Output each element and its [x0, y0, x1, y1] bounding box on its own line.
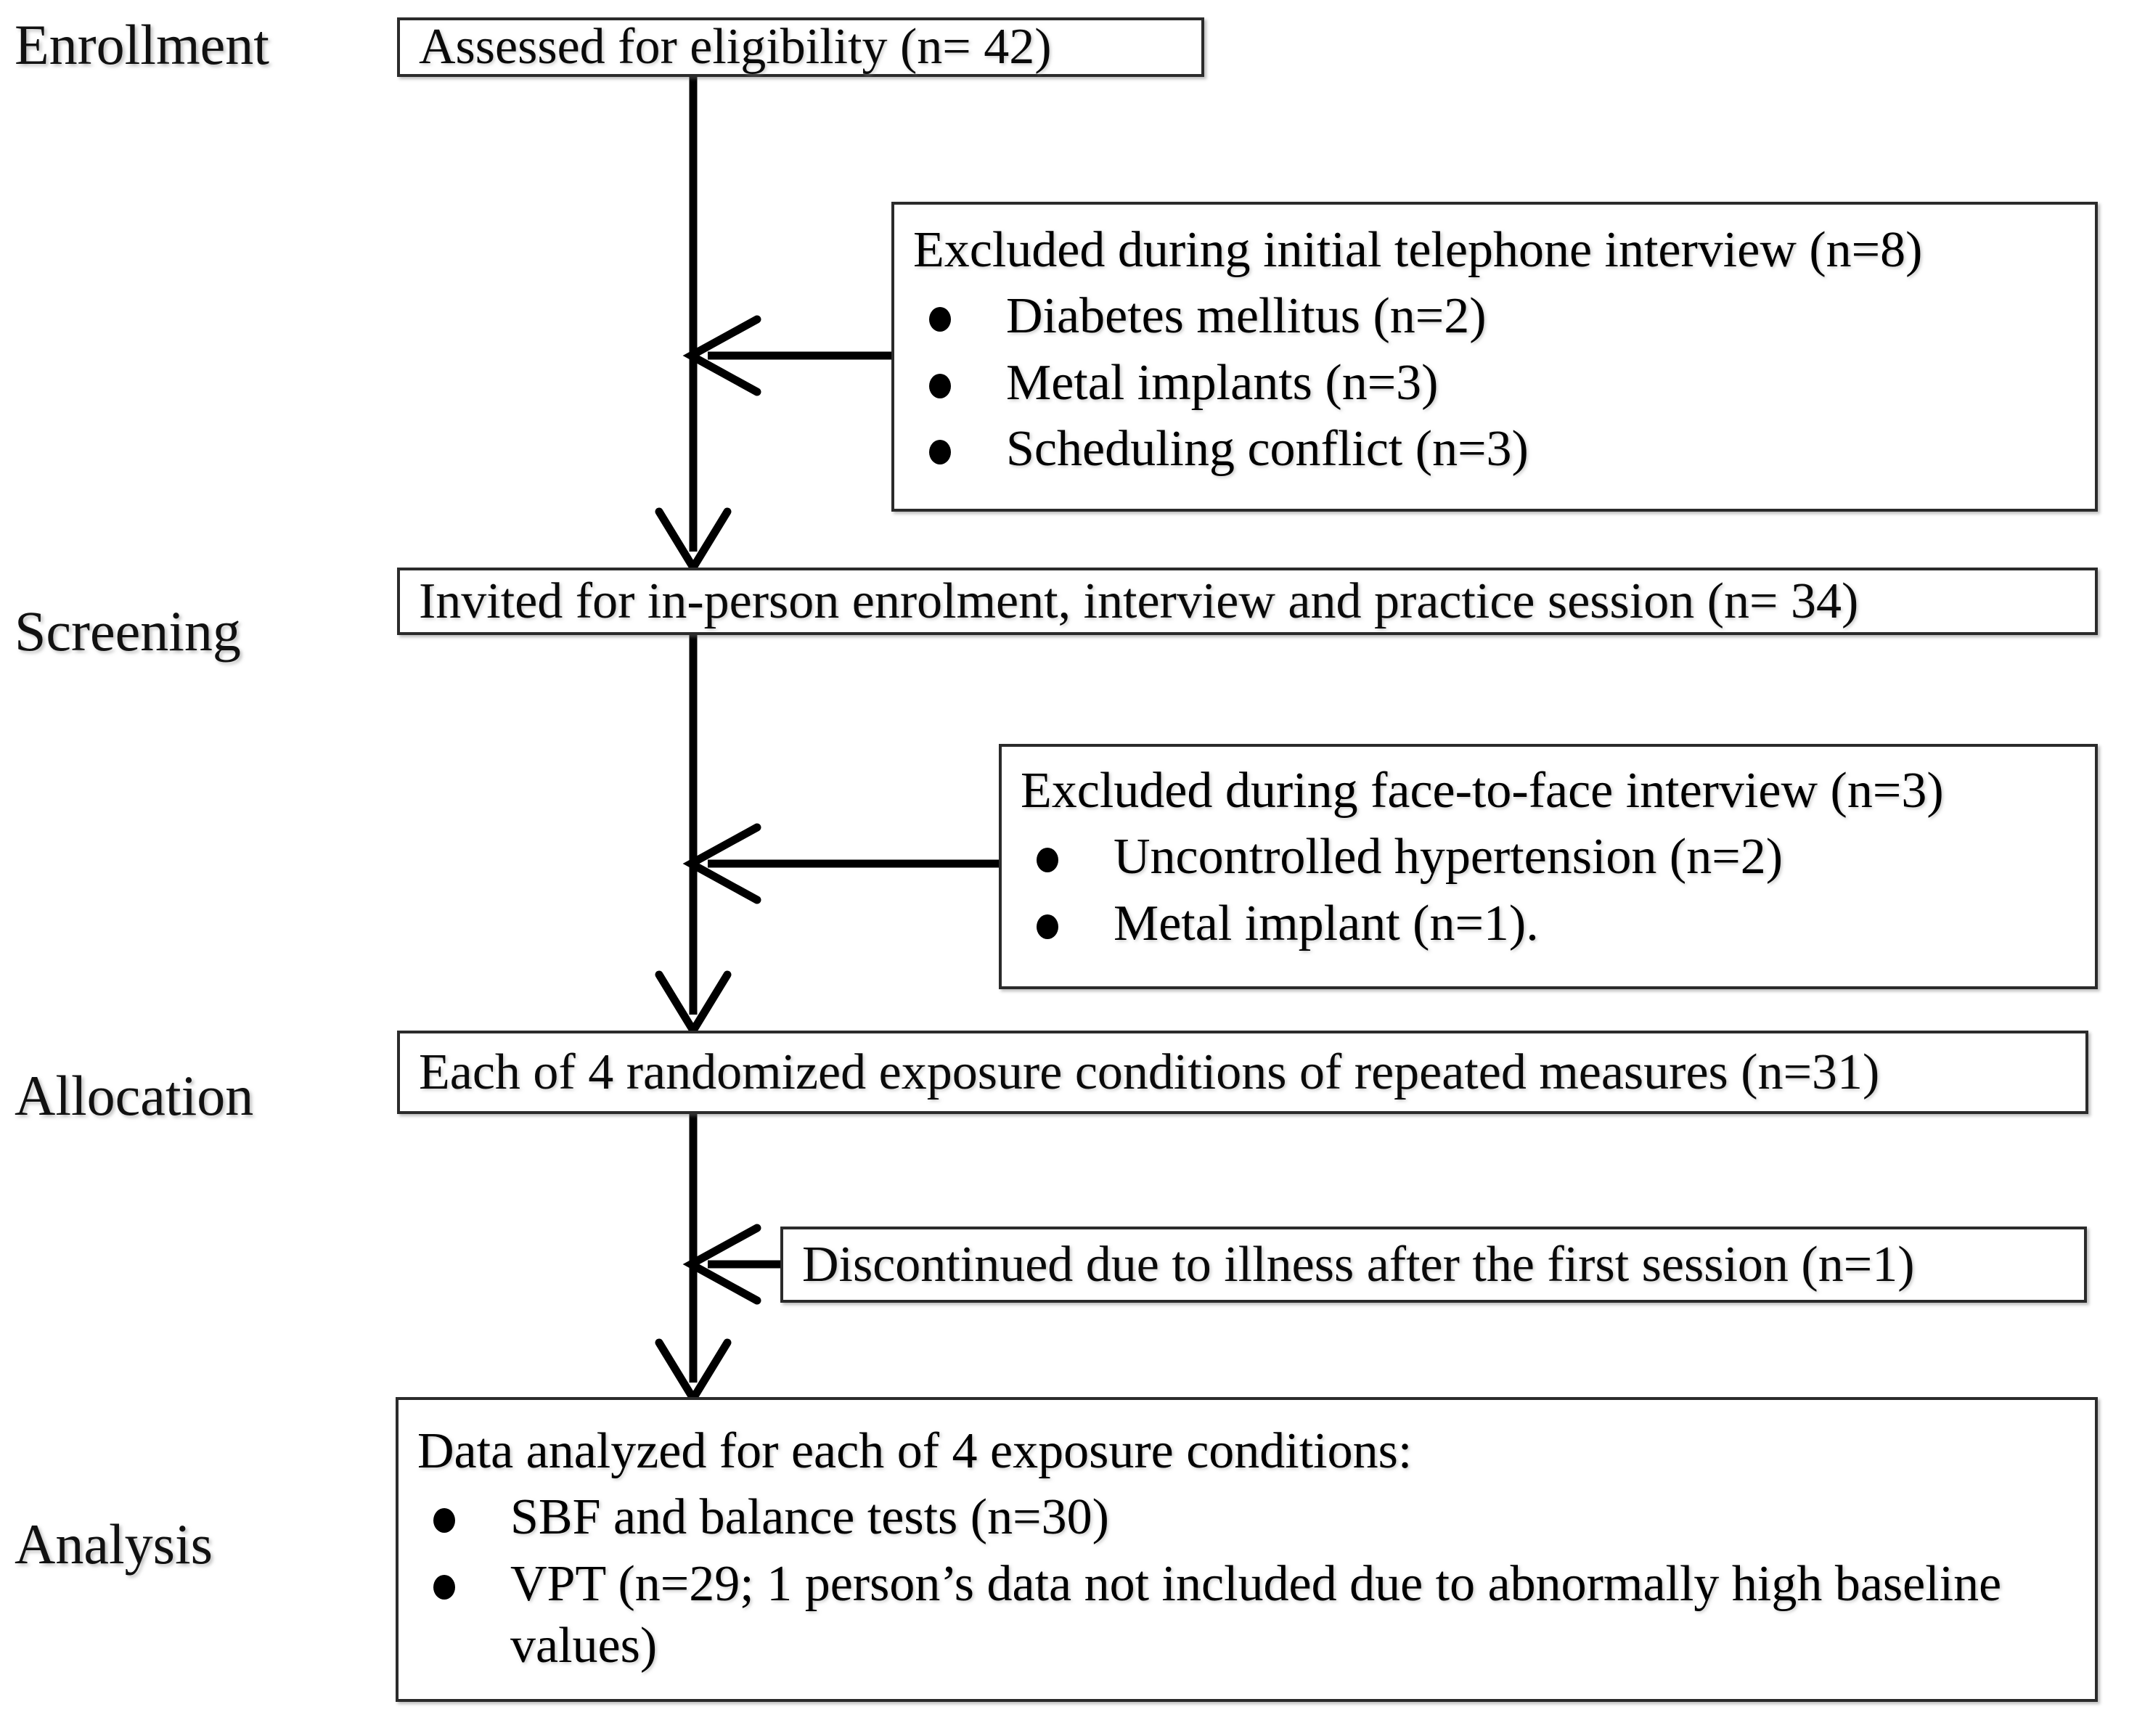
stage-label-screening: Screening [15, 599, 241, 663]
assessed-text: Assessed for eligibility (n= 42) [419, 19, 1052, 75]
excluded-telephone-list: Diabetes mellitus (n=2) Metal implants (… [913, 285, 2083, 480]
arrowhead-down-screening [655, 507, 732, 576]
list-item: SBF and balance tests (n=30) [417, 1486, 2079, 1548]
arrowhead-down-analysis [655, 1338, 732, 1407]
list-item: Metal implant (n=1). [1021, 893, 2083, 954]
arrowhead-down-allocation [655, 970, 732, 1039]
analyzed-list: SBF and balance tests (n=30) VPT (n=29; … [417, 1486, 2079, 1676]
stage-label-analysis: Analysis [15, 1512, 213, 1576]
list-item: Scheduling conflict (n=3) [913, 418, 2083, 480]
excluded-face-list: Uncontrolled hypertension (n=2) Metal im… [1021, 826, 2083, 954]
list-item: VPT (n=29; 1 person’s data not included … [417, 1553, 2079, 1677]
arrowhead-left-excluded-face [682, 823, 761, 904]
box-assessed-for-eligibility: Assessed for eligibility (n= 42) [397, 17, 1204, 77]
box-allocation-conditions: Each of 4 randomized exposure conditions… [397, 1031, 2088, 1114]
excluded-face-heading: Excluded during face-to-face interview (… [1021, 763, 1944, 819]
allocated-text: Each of 4 randomized exposure conditions… [419, 1044, 1880, 1100]
stage-label-allocation: Allocation [15, 1064, 254, 1127]
box-data-analyzed: Data analyzed for each of 4 exposure con… [396, 1397, 2098, 1702]
box-excluded-telephone: Excluded during initial telephone interv… [891, 202, 2098, 512]
invited-text: Invited for in-person enrolment, intervi… [419, 573, 1859, 629]
box-discontinued: Discontinued due to illness after the fi… [780, 1227, 2087, 1303]
analyzed-heading: Data analyzed for each of 4 exposure con… [417, 1423, 1413, 1479]
list-item: Uncontrolled hypertension (n=2) [1021, 826, 2083, 888]
list-item: Metal implants (n=3) [913, 352, 2083, 414]
arrowhead-left-excluded-phone [682, 315, 761, 396]
box-excluded-face-to-face: Excluded during face-to-face interview (… [999, 744, 2098, 989]
box-invited-in-person: Invited for in-person enrolment, intervi… [397, 568, 2098, 635]
list-item: Diabetes mellitus (n=2) [913, 285, 2083, 347]
excluded-telephone-heading: Excluded during initial telephone interv… [913, 222, 1923, 278]
arrowhead-left-discontinued [682, 1224, 761, 1305]
discontinued-text: Discontinued due to illness after the fi… [802, 1236, 1915, 1293]
stage-label-enrollment: Enrollment [15, 13, 269, 76]
